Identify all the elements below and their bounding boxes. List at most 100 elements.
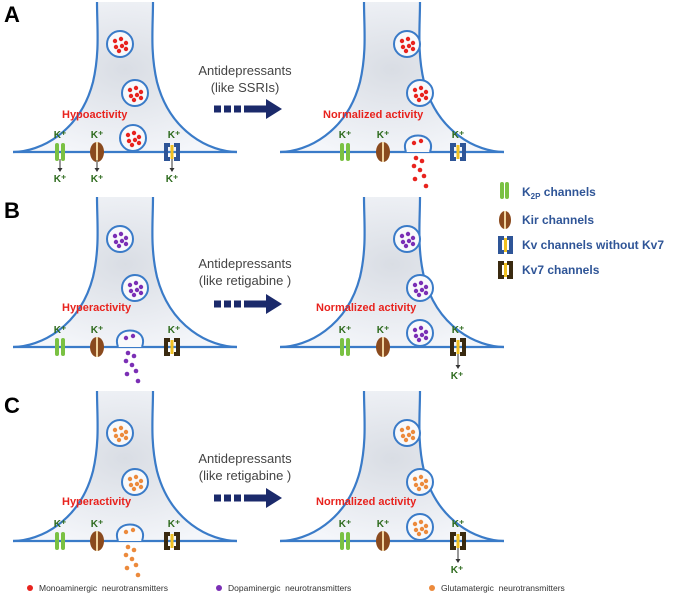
k-ion-label-c-l1: K⁺ [54,519,67,530]
k2p-subunit [61,143,65,161]
arrow-head [244,294,282,314]
k-flux-arrowhead-a3 [169,168,175,172]
k2p-subunit [340,338,344,356]
transmitter-dot [406,238,412,244]
transmitter-dot [129,142,135,148]
transmitter-dot [132,137,138,143]
kir-pore [382,337,384,357]
transmitter-dot [119,432,125,438]
terminal-membrane-a-left [12,1,238,154]
vesicle-a-l3 [119,124,147,152]
transmitter-dot [406,432,412,438]
transmitter-dot [412,282,418,288]
kv-pore [170,340,174,354]
k-flux-arrowhead-c [455,559,461,563]
transmitter-dot [138,290,144,296]
kv-subunit [164,532,170,550]
fusing-vesicle-a [403,134,433,189]
transmitter-dot [134,481,140,487]
kv-subunit [450,338,456,356]
transmitter-dot [418,138,424,144]
arrow-dash [214,300,221,308]
transmitter-dot [403,243,409,249]
k-ion-label-c-l2: K⁺ [91,519,104,530]
dopamine-legend-dot [216,585,222,591]
released-transmitter-dot [125,350,131,356]
state-right-a: Normalized activity [323,109,424,121]
vesicle-membrane [106,419,134,447]
transmitter-dot [423,89,429,95]
transmitter-dot [413,288,419,294]
transmitter-dot [412,476,418,482]
vesicle-membrane [393,30,421,58]
kv7-channel-c-l [164,532,180,550]
released-transmitter-dot [135,572,141,578]
transmitter-dot [416,292,422,298]
transmitter-dot [130,527,136,533]
transmitter-dot [419,526,425,532]
k2p-subunit [61,532,65,550]
vesicle-membrane [406,468,434,496]
transmitter-dot [138,95,144,101]
kv-channel-a-l [164,143,180,161]
vesicle-b-r3 [406,319,434,347]
transmitter-dot [410,40,416,46]
released-transmitter-dot [131,547,137,553]
transmitter-dot [418,85,424,91]
transmitter-dot [419,92,425,98]
transmitter-dot [125,132,131,138]
transmitter-dot [112,38,118,44]
transmitter-dot [119,238,125,244]
k2p-channel-b-r [340,338,350,356]
k2p-subunit [346,338,350,356]
transmitter-dot [413,527,419,533]
k-ion-label-b-l1: K⁺ [54,325,67,336]
released-transmitter-dot [421,173,427,179]
transmitter-dot [138,284,144,290]
kv-pore [170,145,174,159]
transmitter-dot [131,486,137,492]
transmitter-dot [119,43,125,49]
arrow-dash [224,300,231,308]
released-transmitter-dot [129,556,135,562]
glutamate-legend-dot [429,585,435,591]
kir-channel-c-r [376,531,390,551]
transmitter-dot [423,478,429,484]
terminals-group: K⁺K⁺K⁺K⁺K⁺K⁺K⁺K⁺K⁺K⁺K⁺K⁺K⁺K⁺K⁺K⁺K⁺K⁺K⁺K⁺… [12,1,505,578]
transmitter-dot [118,231,124,237]
vesicle-membrane [393,225,421,253]
transmitter-dot [419,287,425,293]
arrow-dash [214,494,221,502]
kv-subunit [460,143,466,161]
transmitter-dot [418,325,424,331]
released-transmitter-dot [135,378,141,384]
kir-pore [96,142,98,162]
transmitter-dot [116,437,122,443]
transmitter-dot [138,89,144,95]
transmitter-dot [412,521,418,527]
transmitter-dot [123,335,129,341]
drug-line2-c: (like retigabine ) [199,468,292,483]
monoamine-legend-label: Monoaminergic neurotransmitters [39,583,168,593]
transmitter-dot [410,46,416,52]
k2p-subunit [55,338,59,356]
vesicle-membrane [106,225,134,253]
transmitter-dot [118,36,124,42]
released-transmitter-dot [123,358,129,364]
transmitter-dot [130,333,136,339]
k2p-channel-a-r [340,143,350,161]
fusing-vesicle-membrane [403,134,433,153]
vesicle-membrane [406,274,434,302]
transmitter-dot [423,290,429,296]
transmitter-dot [113,433,119,439]
transmitter-dot [116,48,122,54]
kv7-legend-label: Kv7 channels [522,263,600,277]
kv-pore [456,145,460,159]
transmitter-dot [127,282,133,288]
vesicle-a-l2 [121,79,149,107]
transmitter-dot [136,134,142,140]
transmitter-dot [416,531,422,537]
k-ion-label-b-l2: K⁺ [91,325,104,336]
k-ion-label-c-r2: K⁺ [377,519,390,530]
state-left-b: Hyperactivity [62,302,132,314]
